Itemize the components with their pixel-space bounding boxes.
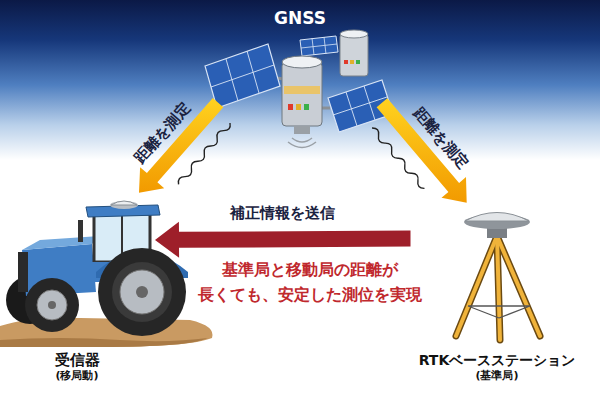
satellite-body [282,62,322,126]
satellite-body [340,34,368,76]
hub-center [48,301,56,309]
satellites [205,30,393,148]
light [350,60,354,64]
solar-panel [300,36,338,56]
light [304,104,309,110]
panel-grid [301,37,337,55]
tripod-chain [468,306,530,318]
node-title: RTKベースステーション [419,352,576,369]
antenna-dome [465,213,529,222]
light [344,60,348,64]
rear-wheel [98,248,186,336]
tripod-legs [456,236,540,340]
correction-arrow [155,222,411,258]
grille [18,252,28,292]
hub-center [136,286,148,298]
front-wheel [25,278,79,332]
satellite-top [340,30,368,38]
node-subtitle: (移局動) [55,369,98,382]
rtk-base-station [456,213,540,341]
antenna-base [110,201,138,209]
solar-panel [205,44,280,108]
dish-mount [294,126,310,134]
antenna-dome [111,201,137,205]
base-station: RTKベースステーション(基準局) [414,205,581,382]
note-text: 基準局と移動局の距離が 長くても、安定した測位を実現 [185,258,435,308]
light [356,60,360,64]
satellite-group: GNSS [220,8,380,148]
hub [37,290,67,320]
light [288,104,293,110]
signal-arc [292,138,312,142]
rim [112,262,172,322]
body-band [284,86,320,94]
radio-waves [176,121,426,190]
edge-label: 補正情報を送信 [230,204,335,222]
ground-shadow [0,338,208,347]
node-subtitle: (基準局) [475,369,518,382]
node-title: 受信器 [55,351,100,369]
hub [120,270,164,314]
signal-arc [288,142,316,148]
exhaust [78,220,83,242]
tripod-legs-outline [456,236,540,340]
panel-grid [211,51,274,101]
light [296,104,301,110]
hood-top [22,236,100,250]
satellite-top [282,56,322,68]
main-satellite [205,44,393,148]
tractor-illustration [0,201,213,347]
node-title: GNSS [274,8,326,28]
receiver-tractor: 受信器(移局動) [2,195,152,382]
